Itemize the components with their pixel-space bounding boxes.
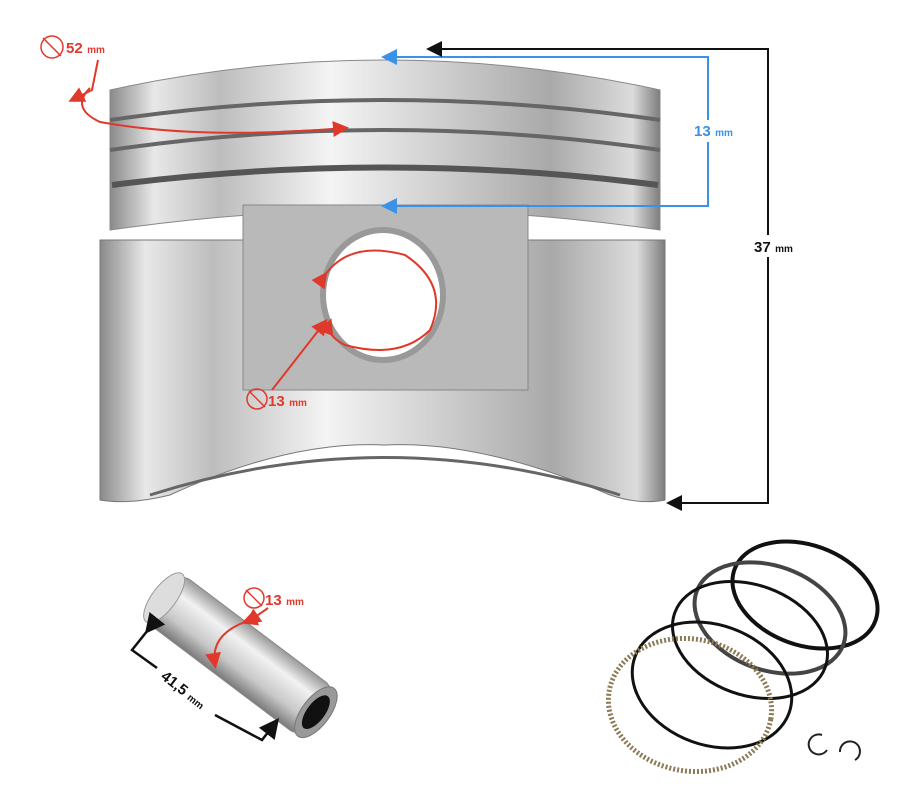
circlip <box>807 733 828 756</box>
piston-diameter-value: 52 <box>66 40 83 57</box>
svg-text:41,5 mm: 41,5 mm <box>158 668 209 713</box>
oil-ring-rail-2 <box>630 620 794 750</box>
svg-text:13 mm: 13 mm <box>694 123 733 140</box>
pin-diameter-value: 13 <box>265 592 282 609</box>
compression-ring-second <box>692 560 848 676</box>
pin-length-value: 41,5 <box>158 668 191 699</box>
diameter-icon <box>246 388 268 410</box>
pin-diameter-annotation: 13 mm <box>205 587 304 669</box>
diameter-icon <box>243 587 265 609</box>
svg-text:13 mm: 13 mm <box>268 393 307 410</box>
svg-text:37 mm: 37 mm <box>754 239 793 256</box>
total-height-annotation: 37 mm <box>426 41 805 511</box>
oil-ring-expander <box>605 635 775 775</box>
piston-rings-image <box>605 539 880 775</box>
piston-image <box>99 59 666 503</box>
piston-diameter-annotation: 52 mm <box>40 35 349 137</box>
piston-pin-image <box>143 572 338 739</box>
diameter-icon <box>40 35 64 59</box>
piston-diameter-unit: mm <box>87 45 105 56</box>
compression-ring-top <box>730 539 880 651</box>
ring-zone-height-value: 13 <box>694 123 711 140</box>
total-height-value: 37 <box>754 239 771 256</box>
oil-ring-rail-1 <box>671 580 829 700</box>
ring-zone-height-unit: mm <box>715 128 733 139</box>
pin-bore-value: 13 <box>268 393 285 410</box>
total-height-unit: mm <box>775 244 793 255</box>
ring-zone-height-annotation: 13 mm <box>381 49 740 214</box>
pin-diameter-unit: mm <box>286 597 304 608</box>
pin-length-unit: mm <box>185 692 206 712</box>
pin-bore-annotation: 13 mm <box>246 249 438 410</box>
svg-text:52 mm: 52 mm <box>66 40 105 57</box>
circlip <box>838 740 861 761</box>
svg-text:13 mm: 13 mm <box>265 592 304 609</box>
pin-bore-unit: mm <box>289 398 307 409</box>
